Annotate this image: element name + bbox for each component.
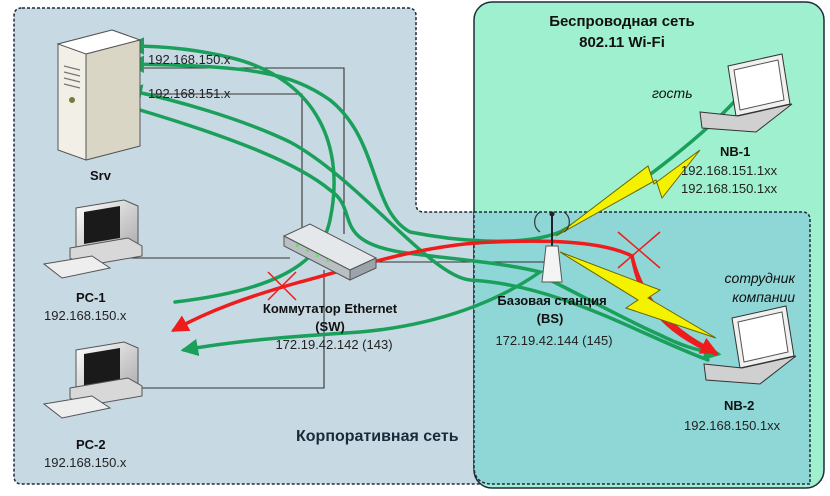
- nb2-address: 192.168.150.1xx: [684, 418, 781, 433]
- flow-srv-pc2: [138, 108, 545, 357]
- wire-pc2-sw: [128, 270, 325, 389]
- server-address-2: 192.168.151.x: [148, 86, 231, 101]
- wireless-title-line2: 802.11 Wi-Fi: [579, 34, 665, 51]
- server-address-1: 192.168.150.x: [148, 52, 231, 67]
- wireless-link-nb2-icon: [559, 251, 717, 339]
- pc2-address: 192.168.150.x: [44, 455, 127, 470]
- nb1-role: гость: [652, 85, 693, 101]
- server-icon: [56, 29, 142, 161]
- pc2-name: PC-2: [76, 437, 106, 452]
- nb1-address-1: 192.168.151.1xx: [681, 163, 778, 178]
- switch-name: Коммутатор Ethernet: [263, 301, 398, 316]
- corporate-title: Корпоративная сеть: [296, 428, 459, 445]
- wireless-title-line1: Беспроводная сеть: [549, 13, 695, 30]
- nb1-laptop-icon: [699, 53, 793, 133]
- pc1-address: 192.168.150.x: [44, 308, 127, 323]
- nb2-role-line1: сотрудник: [725, 270, 797, 286]
- nb1-address-2: 192.168.150.1xx: [681, 181, 778, 196]
- nb2-role-line2: компании: [732, 289, 795, 305]
- pc1-icon: [42, 199, 143, 279]
- blocked-crosses: [267, 231, 661, 301]
- base-station-abbr: (BS): [537, 311, 564, 326]
- switch-icon: [282, 223, 378, 281]
- flow-nb2-srv: [124, 84, 710, 362]
- pc1-name: PC-1: [76, 290, 106, 305]
- base-station-name: Базовая станция: [497, 293, 606, 308]
- nb2-laptop-icon: [703, 305, 797, 385]
- pc2-icon: [42, 341, 143, 419]
- wireless-link-nb1-icon: [555, 149, 701, 237]
- nb1-name: NB-1: [720, 144, 750, 159]
- nb2-name: NB-2: [724, 398, 754, 413]
- switch-address: 172.19.42.142 (143): [275, 337, 392, 352]
- flow-bs-nb2: [548, 278, 722, 361]
- switch-abbr: (SW): [315, 319, 345, 334]
- base-station-icon: [534, 211, 570, 283]
- base-station-address: 172.19.42.144 (145): [495, 333, 612, 348]
- server-name: Srv: [90, 168, 112, 183]
